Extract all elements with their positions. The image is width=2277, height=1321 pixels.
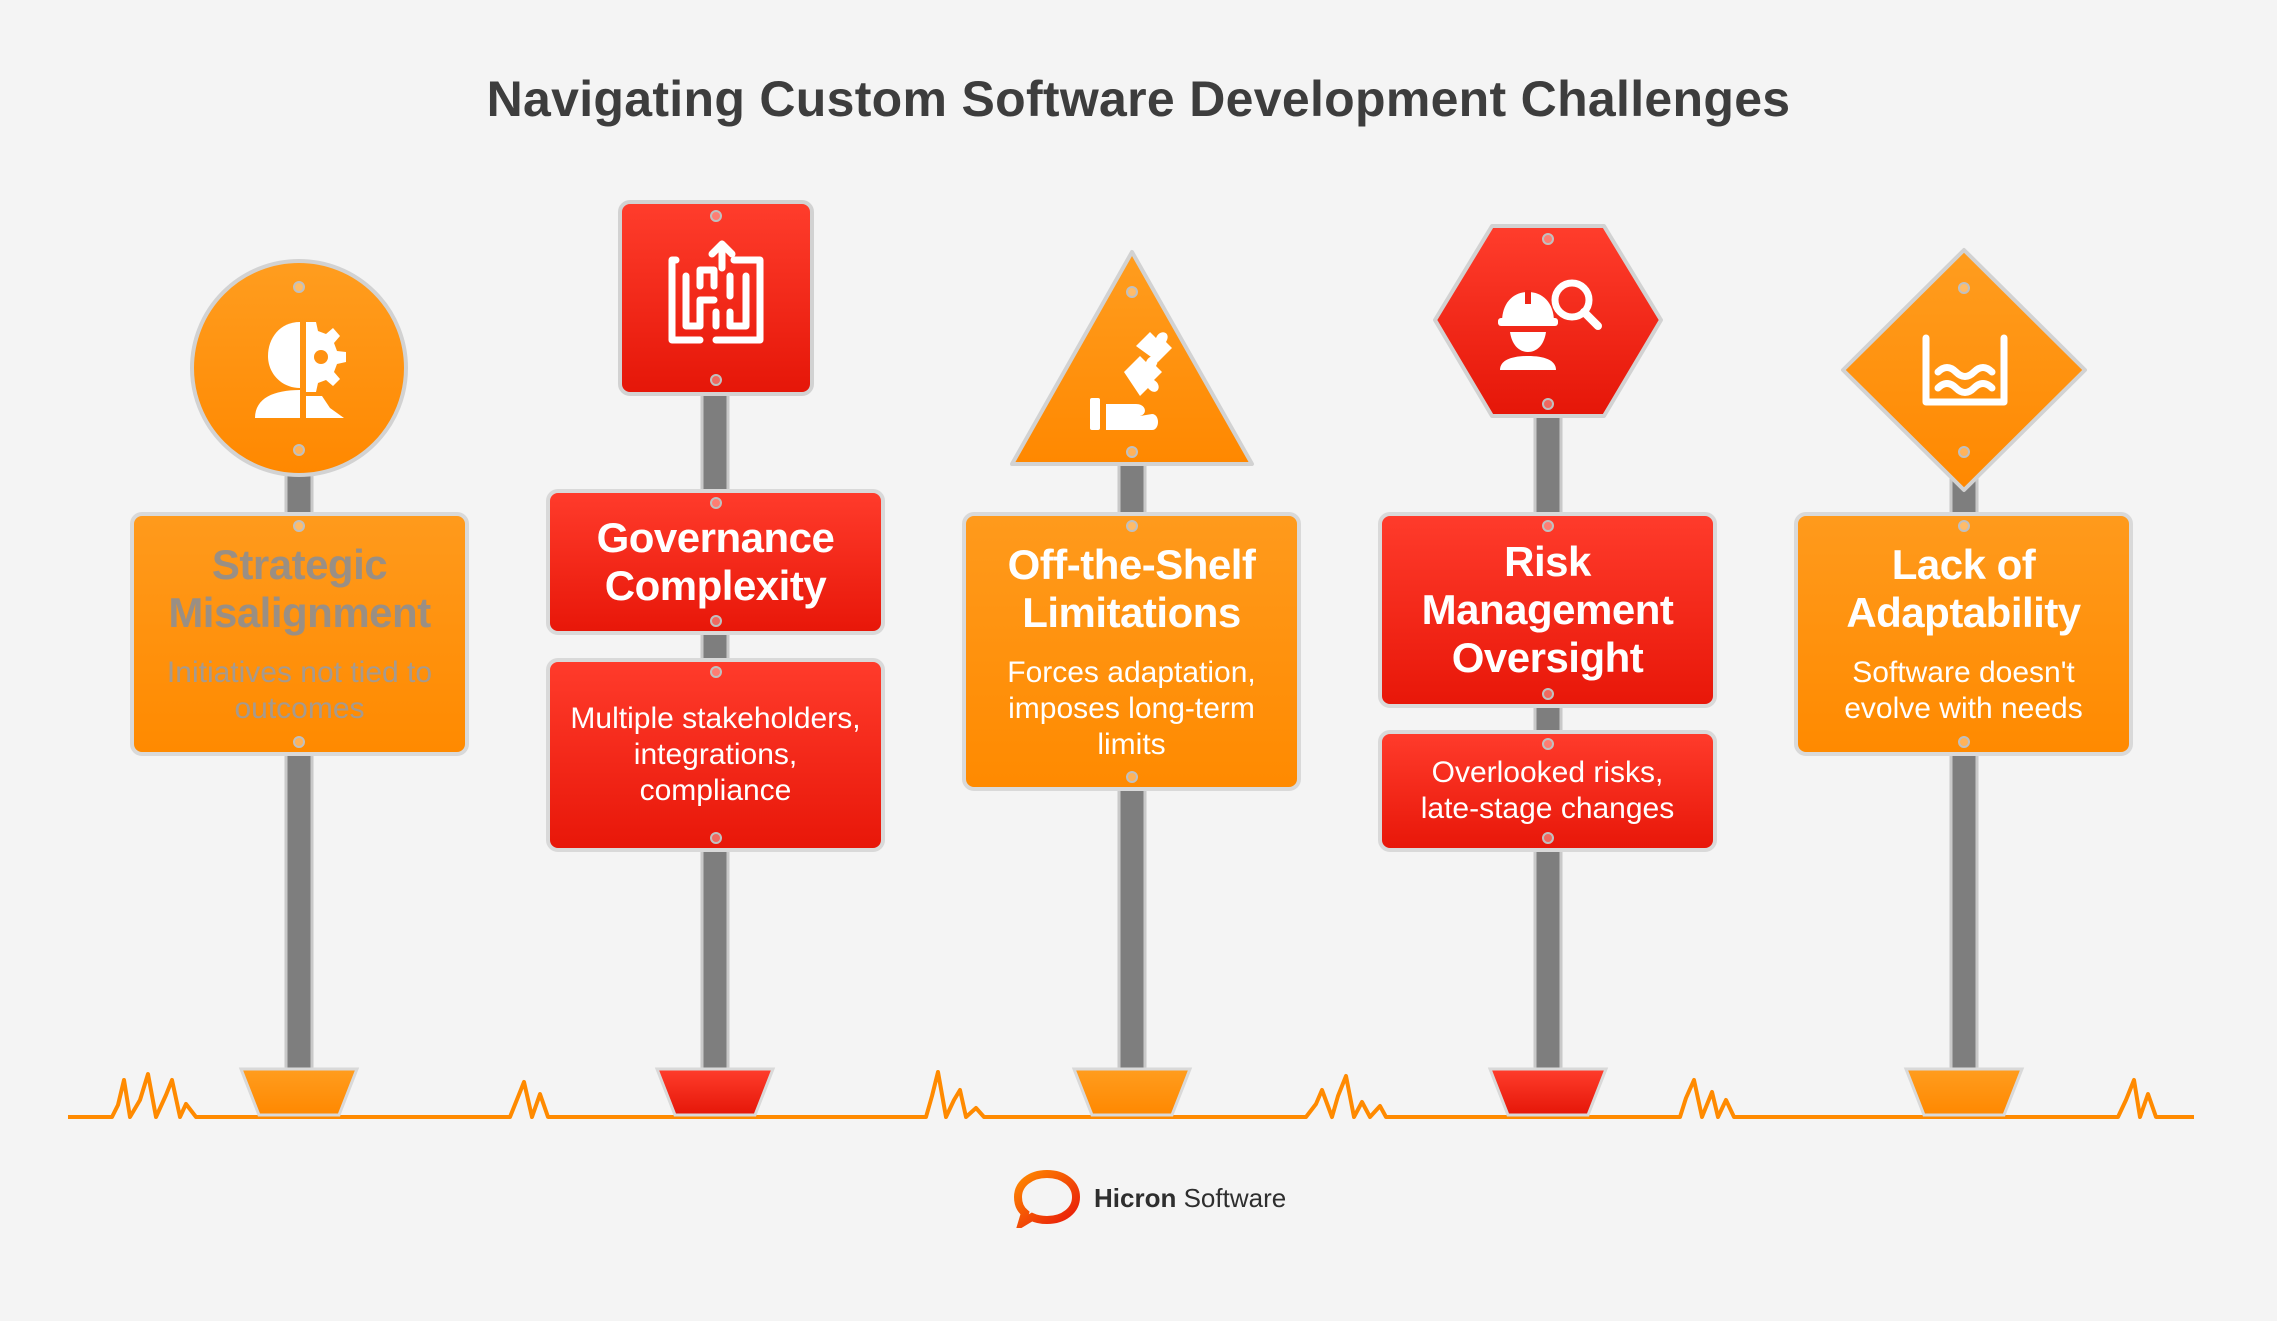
sign-2-description: Multiple stakeholders, integrations, com…: [570, 702, 861, 807]
sign-head-triangle: [1010, 250, 1254, 466]
sign-1-description: Initiatives not tied to outcomes: [166, 656, 433, 725]
sign-head-diamond: [1841, 248, 2087, 492]
brand-name-suffix: Software: [1183, 1182, 1287, 1213]
sign-1-title: Strategic Misalignment: [168, 541, 431, 636]
maze-icon: [668, 240, 764, 344]
base-4: [1487, 1067, 1609, 1117]
sign-5-description: Software doesn't evolve with needs: [1844, 656, 2083, 725]
sign-4-title: Risk Management Oversight: [1421, 538, 1674, 681]
page-title: Navigating Custom Software Development C…: [486, 71, 1791, 127]
base-5: [1903, 1067, 2025, 1117]
sign-1-board: Strategic Misalignment Initiatives not t…: [130, 512, 469, 756]
brand-logo: Hicron Software: [1012, 1168, 1286, 1228]
base-2: [654, 1067, 776, 1117]
sign-3-board: Off-the-Shelf Limitations Forces adaptat…: [962, 512, 1301, 791]
sign-2-title-board: Governance Complexity: [546, 489, 885, 635]
water-container-icon: [1922, 334, 2008, 406]
sign-4-title-board: Risk Management Oversight: [1378, 512, 1717, 708]
person-gear-icon: [255, 322, 346, 418]
base-1: [238, 1067, 360, 1117]
sign-2-description-board: Multiple stakeholders, integrations, com…: [546, 658, 885, 852]
pole-bases: [238, 1067, 2025, 1117]
hicron-logo-icon: [1013, 1169, 1081, 1228]
sign-3-title: Off-the-Shelf Limitations: [1007, 540, 1256, 636]
sign-3-description: Forces adaptation, imposes long-term lim…: [1007, 655, 1256, 761]
base-3: [1071, 1067, 1193, 1117]
sign-5-title: Lack of Adaptability: [1846, 541, 2081, 636]
ground-line: [68, 1070, 2194, 1119]
brand-name-bold: Hicron: [1094, 1182, 1177, 1213]
sign-5-board: Lack of Adaptability Software doesn't ev…: [1794, 512, 2133, 756]
worker-search-icon: [1498, 279, 1602, 370]
sign-2-title: Governance Complexity: [596, 514, 835, 609]
hand-puzzle-icon: [1090, 332, 1172, 430]
brand-name: Hicron Software: [1094, 1183, 1286, 1214]
bolts: [293, 210, 1970, 458]
sign-4-description: Overlooked risks, late-stage changes: [1420, 756, 1675, 825]
sign-4-description-board: Overlooked risks, late-stage changes: [1378, 730, 1717, 852]
